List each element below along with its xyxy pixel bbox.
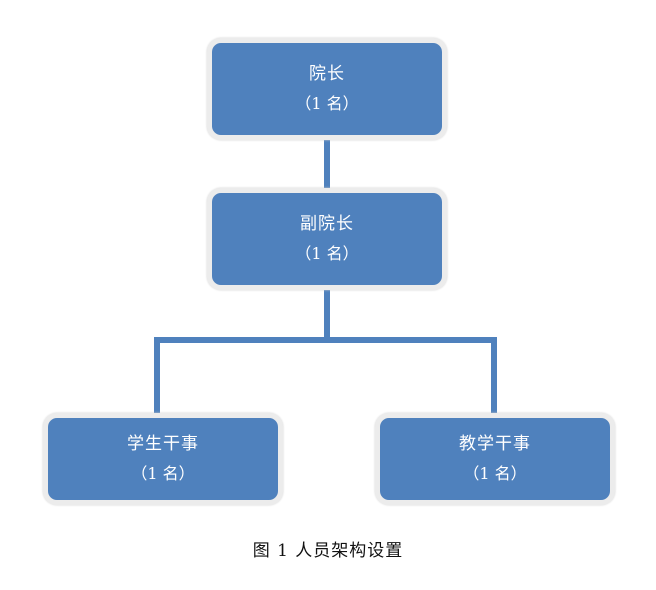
vice-dean-title: 副院长 <box>300 214 354 234</box>
vice-dean-count: （1 名） <box>295 244 359 263</box>
dean-title: 院长 <box>309 64 345 84</box>
teaching-affairs-title: 教学干事 <box>459 434 531 454</box>
dean-box: 院长 （1 名） <box>207 38 447 140</box>
student-affairs-count: （1 名） <box>131 464 195 483</box>
figure-caption: 图 1 人员架构设置 <box>252 541 404 561</box>
teaching-affairs-box: 教学干事 （1 名） <box>375 413 615 505</box>
student-affairs-title: 学生干事 <box>127 434 199 454</box>
dean-count: （1 名） <box>295 94 359 113</box>
vice-dean-box: 副院长 （1 名） <box>207 188 447 290</box>
student-affairs-box: 学生干事 （1 名） <box>43 413 283 505</box>
teaching-affairs-count: （1 名） <box>463 464 527 483</box>
